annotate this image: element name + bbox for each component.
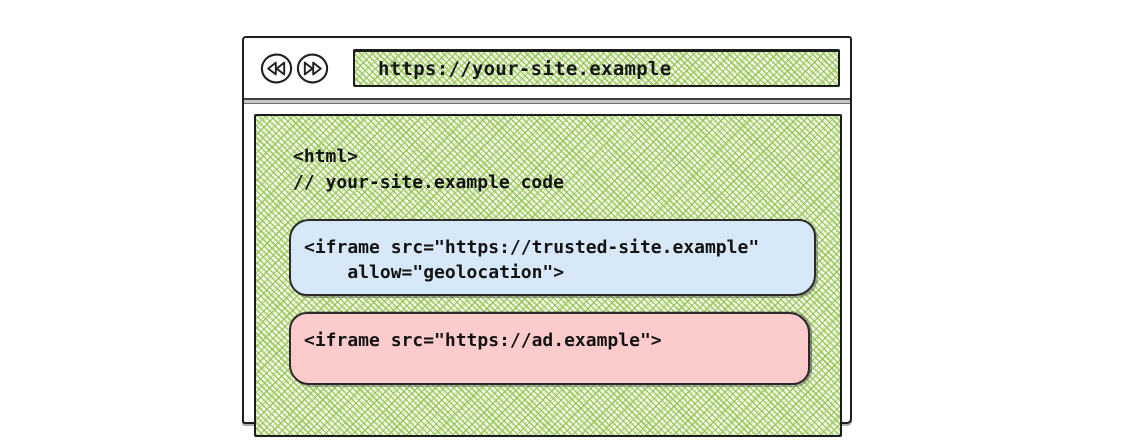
ad-iframe-box: <iframe src="https://ad.example">: [289, 312, 810, 385]
browser-window: https://your-site.example <html> // your…: [242, 36, 852, 437]
address-bar[interactable]: https://your-site.example: [353, 49, 840, 87]
code-line-html-open: <html>: [293, 146, 359, 167]
forward-icon: [296, 53, 329, 88]
browser-toolbar: https://your-site.example: [244, 38, 850, 98]
trusted-iframe-box: <iframe src="https://trusted-site.exampl…: [289, 219, 816, 296]
trusted-iframe-code-line-1: <iframe src="https://trusted-site.exampl…: [304, 237, 760, 258]
forward-button[interactable]: [296, 52, 329, 85]
trusted-iframe-code-line-2: allow="geolocation">: [304, 262, 565, 283]
ad-iframe-code-line-1: <iframe src="https://ad.example">: [304, 330, 662, 351]
code-line-comment: // your-site.example code: [293, 172, 564, 193]
back-icon: [260, 53, 293, 88]
url-text: https://your-site.example: [378, 57, 672, 80]
page-content-area: <html> // your-site.example code <iframe…: [254, 114, 842, 437]
toolbar-divider: [244, 98, 850, 104]
back-button[interactable]: [260, 52, 293, 85]
